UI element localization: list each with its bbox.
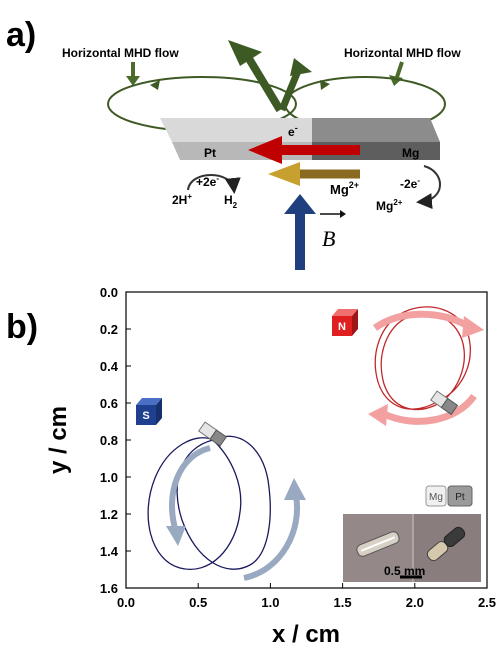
- y-axis: 0.0 0.2 0.4 0.6 0.8 1.0 1.2 1.4 1.6: [100, 285, 131, 596]
- inset-pt-label: Pt: [455, 492, 465, 503]
- south-cube-top: [136, 398, 162, 405]
- x-axis: 0.0 0.5 1.0 1.5 2.0 2.5: [117, 583, 496, 610]
- pt-label: Pt: [204, 146, 216, 160]
- north-motion-arrow-icon: [372, 310, 470, 331]
- north-motion-arrow-icon: [382, 393, 477, 425]
- y-tick-label: 0.8: [100, 433, 118, 448]
- electron-arrowhead-icon: [248, 136, 282, 164]
- north-cube-label: N: [338, 321, 346, 333]
- north-cube-top: [332, 309, 358, 316]
- south-motion-arrowhead-icon: [166, 526, 186, 546]
- x-tick-label: 0.0: [117, 595, 135, 610]
- north-motion-arrowhead-icon: [462, 316, 484, 338]
- mg-ion-arrowhead-icon: [268, 162, 300, 186]
- mg2-right-label: Mg2+: [376, 198, 403, 213]
- inset-mg-label: Mg: [429, 492, 443, 503]
- y-tick-label: 1.2: [100, 507, 118, 522]
- flow-label-right: Horizontal MHD flow: [344, 46, 461, 60]
- plus-2e-label: +2e-: [196, 174, 219, 189]
- inset-mg-block: [425, 485, 447, 507]
- north-cube: [332, 316, 352, 336]
- north-motion-arrowhead-icon: [368, 404, 388, 426]
- south-motion-arrowhead-icon: [284, 478, 306, 500]
- x-tick-label: 1.0: [261, 595, 279, 610]
- b-field-label: B: [322, 226, 335, 251]
- h-plus-label: 2H+: [172, 192, 192, 207]
- south-motion-arrow-icon: [243, 495, 300, 581]
- y-tick-label: 0.6: [100, 396, 118, 411]
- mhd-force-arrowhead-icon: [228, 40, 262, 66]
- south-microrod: [198, 421, 228, 447]
- inset-pt-block: [447, 485, 473, 507]
- north-microrod: [430, 390, 459, 416]
- south-motion-arrow-icon: [169, 445, 211, 533]
- magnetic-field-arrowhead-icon: [284, 194, 316, 214]
- pt-segment-top: [160, 118, 312, 142]
- y-tick-label: 1.0: [100, 470, 118, 485]
- panel-a-label: a): [6, 16, 36, 54]
- panel-b-label: b): [6, 308, 38, 346]
- micrograph-inset: 0.5 mm: [343, 514, 481, 582]
- x-tick-label: 1.5: [334, 595, 352, 610]
- y-tick-label: 0.4: [100, 359, 119, 374]
- mg-label: Mg: [402, 146, 419, 160]
- electron-label: e-: [288, 123, 298, 139]
- loop-arrow-icon: [320, 80, 330, 90]
- x-tick-label: 2.0: [406, 595, 424, 610]
- north-cube-side: [352, 309, 358, 336]
- h2-label: H2: [224, 193, 238, 210]
- mg-segment-top: [312, 118, 440, 142]
- mhd-force-arrow-icon: [241, 49, 284, 113]
- y-axis-title: y / cm: [45, 406, 72, 474]
- x-axis-title: x / cm: [272, 621, 340, 648]
- south-cube-label: S: [142, 410, 149, 422]
- y-tick-label: 0.0: [100, 285, 118, 300]
- reduction-curve-icon: [187, 174, 241, 194]
- x-tick-label: 2.5: [478, 595, 496, 610]
- loop-arrow-icon: [150, 80, 160, 90]
- vector-arrowhead-icon: [340, 210, 346, 218]
- scale-bar-label: 0.5 mm: [384, 564, 425, 578]
- south-cube-side: [156, 398, 162, 425]
- south-cube: [136, 405, 156, 425]
- y-tick-label: 1.6: [100, 581, 118, 596]
- y-tick-label: 0.2: [100, 322, 118, 337]
- minus-2e-label: -2e-: [400, 176, 420, 191]
- south-trajectory: [147, 435, 271, 570]
- x-tick-label: 0.5: [189, 595, 207, 610]
- mg-ion-label: Mg2+: [330, 180, 359, 197]
- y-tick-label: 1.4: [100, 544, 119, 559]
- oxidation-curve-icon: [416, 165, 441, 210]
- mhd-force-arrowhead-icon: [290, 58, 312, 76]
- flow-label-left: Horizontal MHD flow: [62, 46, 179, 60]
- flow-pointer-left-head-icon: [126, 76, 140, 86]
